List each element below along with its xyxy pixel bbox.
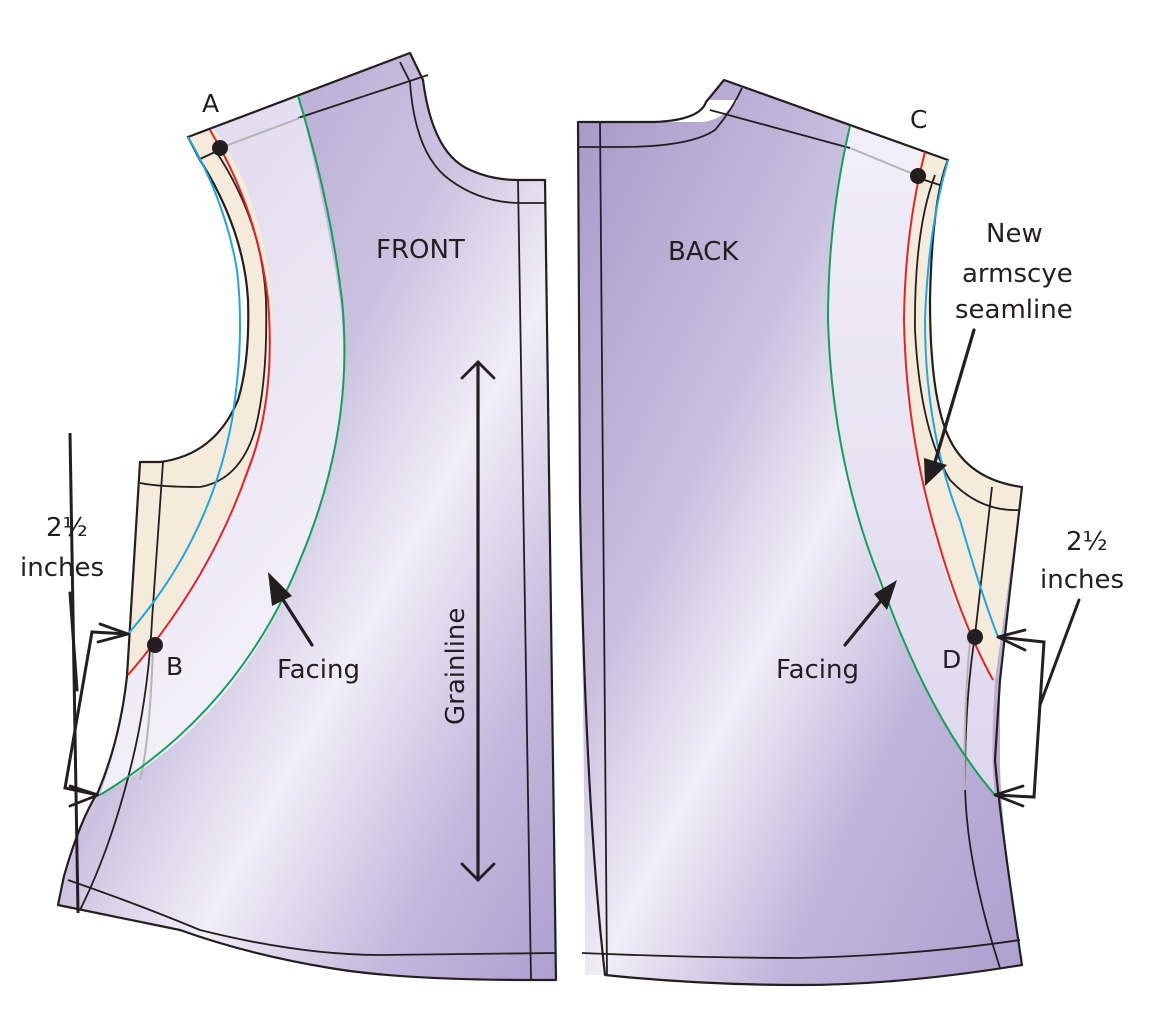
right-measure-value: 2½ (1066, 527, 1108, 557)
back-original-side-seam (963, 639, 971, 791)
back-facing-region (828, 126, 995, 795)
left-measure-unit: inches (20, 553, 104, 583)
point-c-label: C (910, 105, 927, 134)
new-seamline-label-line2: armscye (962, 259, 1073, 289)
new-seamline-label-line1: New (986, 219, 1043, 249)
front-hem-seamline (67, 879, 557, 956)
front-shoulder-seamline (297, 74, 429, 119)
front-pattern-piece (56, 51, 558, 982)
back-hem-seamline (581, 939, 1021, 959)
back-pattern-piece (576, 78, 1081, 987)
back-new-armscye-seamline (902, 151, 994, 681)
new-seamline-label-line3: seamline (955, 295, 1073, 325)
grainline-arrow (460, 360, 496, 882)
back-outline (576, 78, 1024, 987)
back-piece-label: BACK (668, 237, 739, 267)
back-cutting-line (923, 159, 999, 638)
left-measure-value: 2½ (46, 513, 88, 543)
front-facing-arrow (268, 572, 314, 647)
point-d-label: D (942, 645, 961, 674)
front-new-armscye-seamline (127, 129, 271, 676)
point-a-marker (212, 140, 228, 156)
point-b-marker (147, 637, 163, 653)
back-underarm-seamline (914, 174, 1021, 511)
back-shoulder-seamline (709, 109, 851, 149)
back-facing-edge (826, 125, 996, 796)
point-d-marker (967, 629, 983, 645)
front-cf-seamline (517, 179, 532, 981)
front-facing-label: Facing (277, 655, 360, 685)
front-outline (56, 51, 558, 982)
back-facing-label: Facing (776, 655, 859, 685)
grainline-label: Grainline (441, 608, 471, 725)
back-cutaway-region (904, 150, 1022, 680)
back-facing-arrow (843, 580, 897, 647)
front-original-shoulder-line (219, 117, 301, 149)
back-neck-seamline (578, 87, 743, 148)
right-measure-bracket (993, 598, 1081, 808)
front-cutaway-region (128, 127, 273, 680)
back-cb-seamline (599, 121, 608, 976)
back-original-shoulder-line (849, 147, 919, 177)
front-cutting-line (127, 136, 242, 635)
front-original-side-seam (139, 644, 154, 781)
right-measure-unit: inches (1040, 565, 1124, 595)
front-neck-seamline (399, 61, 545, 204)
front-facing-edge (99, 95, 346, 796)
left-measure-bracket (63, 432, 130, 914)
point-c-marker (910, 168, 926, 184)
front-shoulder-seam (199, 151, 216, 160)
new-seamline-arrow (924, 328, 976, 486)
point-a-label: A (202, 89, 219, 118)
point-b-label: B (166, 652, 183, 681)
front-piece-label: FRONT (376, 235, 465, 265)
front-side-seamline (79, 461, 164, 911)
